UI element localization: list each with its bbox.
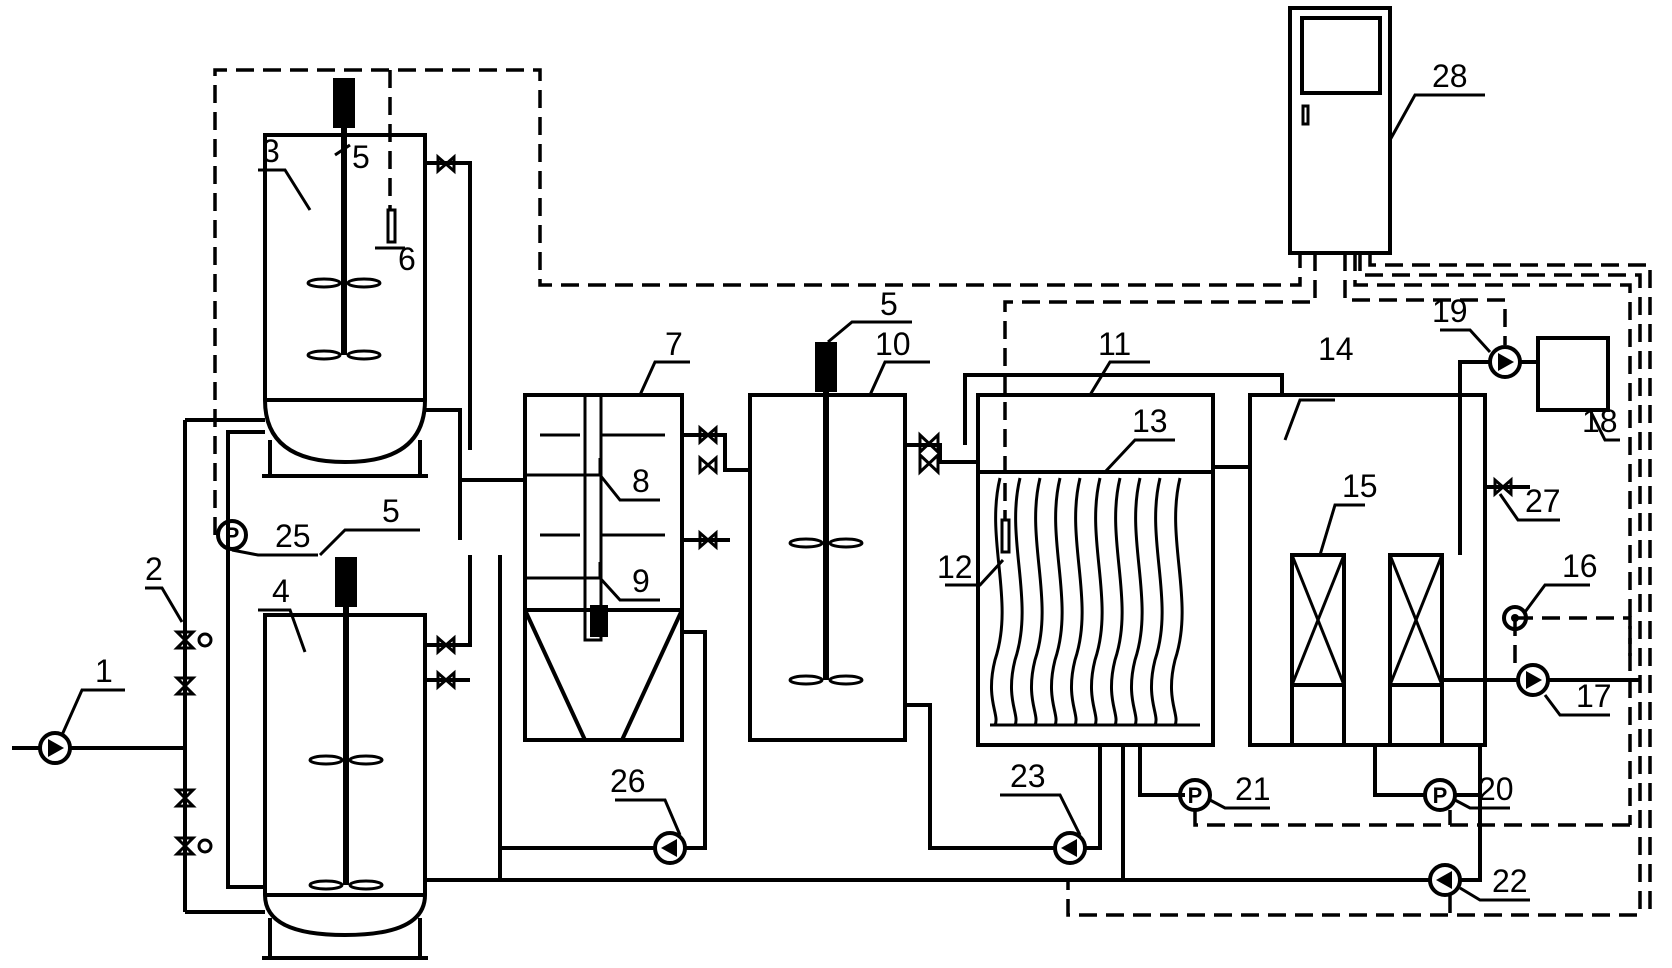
- pump-23: [1053, 831, 1087, 865]
- label-21: 21: [1235, 771, 1271, 807]
- probe-12: [1000, 518, 1011, 554]
- pump-26: [653, 831, 687, 865]
- label-18: 18: [1582, 403, 1618, 439]
- label-7: 7: [665, 326, 683, 362]
- label-25: 25: [275, 518, 311, 554]
- label-20: 20: [1478, 771, 1514, 807]
- probe-6: [386, 208, 397, 244]
- number-labels: 1 2 3 4 5 5 5 6 7 8 9 10 11 12 13 14 15 …: [95, 58, 1618, 899]
- label-8: 8: [632, 463, 650, 499]
- agitator-5-top: [306, 78, 382, 361]
- pressure-gauge-20: P: [1423, 778, 1457, 812]
- dosing-tank-18: [1536, 336, 1610, 412]
- control-cabinet-28: [1288, 6, 1392, 255]
- label-14: 14: [1318, 331, 1354, 367]
- label-15: 15: [1342, 468, 1378, 504]
- tank-4: [262, 613, 428, 960]
- label-5-top: 5: [352, 139, 370, 175]
- svg-text:P: P: [1188, 783, 1203, 808]
- tank-3: [262, 133, 428, 478]
- pipe-8: [525, 458, 602, 477]
- label-5-bottom: 5: [382, 493, 400, 529]
- clean-water-tank-14: [1248, 393, 1487, 747]
- label-19: 19: [1432, 293, 1468, 329]
- label-10: 10: [875, 326, 911, 362]
- flow-meter-16: [1502, 605, 1528, 631]
- label-22: 22: [1492, 863, 1528, 899]
- label-6: 6: [398, 241, 416, 277]
- label-28: 28: [1432, 58, 1468, 94]
- pipe-9: [525, 562, 602, 580]
- label-16: 16: [1562, 548, 1598, 584]
- agitator-5-bottom: [308, 557, 384, 891]
- membrane-module-13: [990, 477, 1184, 726]
- label-27: 27: [1525, 483, 1561, 519]
- membrane-tank-11: [976, 393, 1215, 747]
- label-9: 9: [632, 563, 650, 599]
- process-pipes: [12, 161, 1640, 914]
- label-11: 11: [1098, 326, 1131, 362]
- settling-tank-7: [523, 393, 684, 742]
- pressure-gauge-25: P: [216, 519, 248, 551]
- label-5-mid: 5: [880, 286, 898, 322]
- label-13: 13: [1132, 403, 1168, 439]
- pump-17: [1516, 663, 1550, 697]
- pump-1: [38, 731, 72, 765]
- pump-19: [1488, 345, 1522, 379]
- pump-22: [1428, 863, 1462, 897]
- label-4: 4: [272, 573, 290, 609]
- label-23: 23: [1010, 758, 1046, 794]
- svg-text:P: P: [1433, 783, 1448, 808]
- label-1: 1: [95, 653, 113, 689]
- filter-15-left: [1290, 553, 1346, 745]
- agitator-5-mid: [788, 342, 864, 686]
- filter-15-right: [1388, 553, 1444, 745]
- label-17: 17: [1576, 678, 1612, 714]
- label-26: 26: [610, 763, 646, 799]
- label-3: 3: [262, 133, 280, 169]
- control-signal-lines: [213, 68, 1652, 918]
- label-12: 12: [937, 549, 973, 585]
- pressure-gauge-21: P: [1178, 778, 1212, 812]
- svg-text:P: P: [225, 523, 240, 548]
- valves: [173, 153, 1513, 856]
- leader-lines: [60, 93, 1620, 902]
- label-2: 2: [145, 551, 163, 587]
